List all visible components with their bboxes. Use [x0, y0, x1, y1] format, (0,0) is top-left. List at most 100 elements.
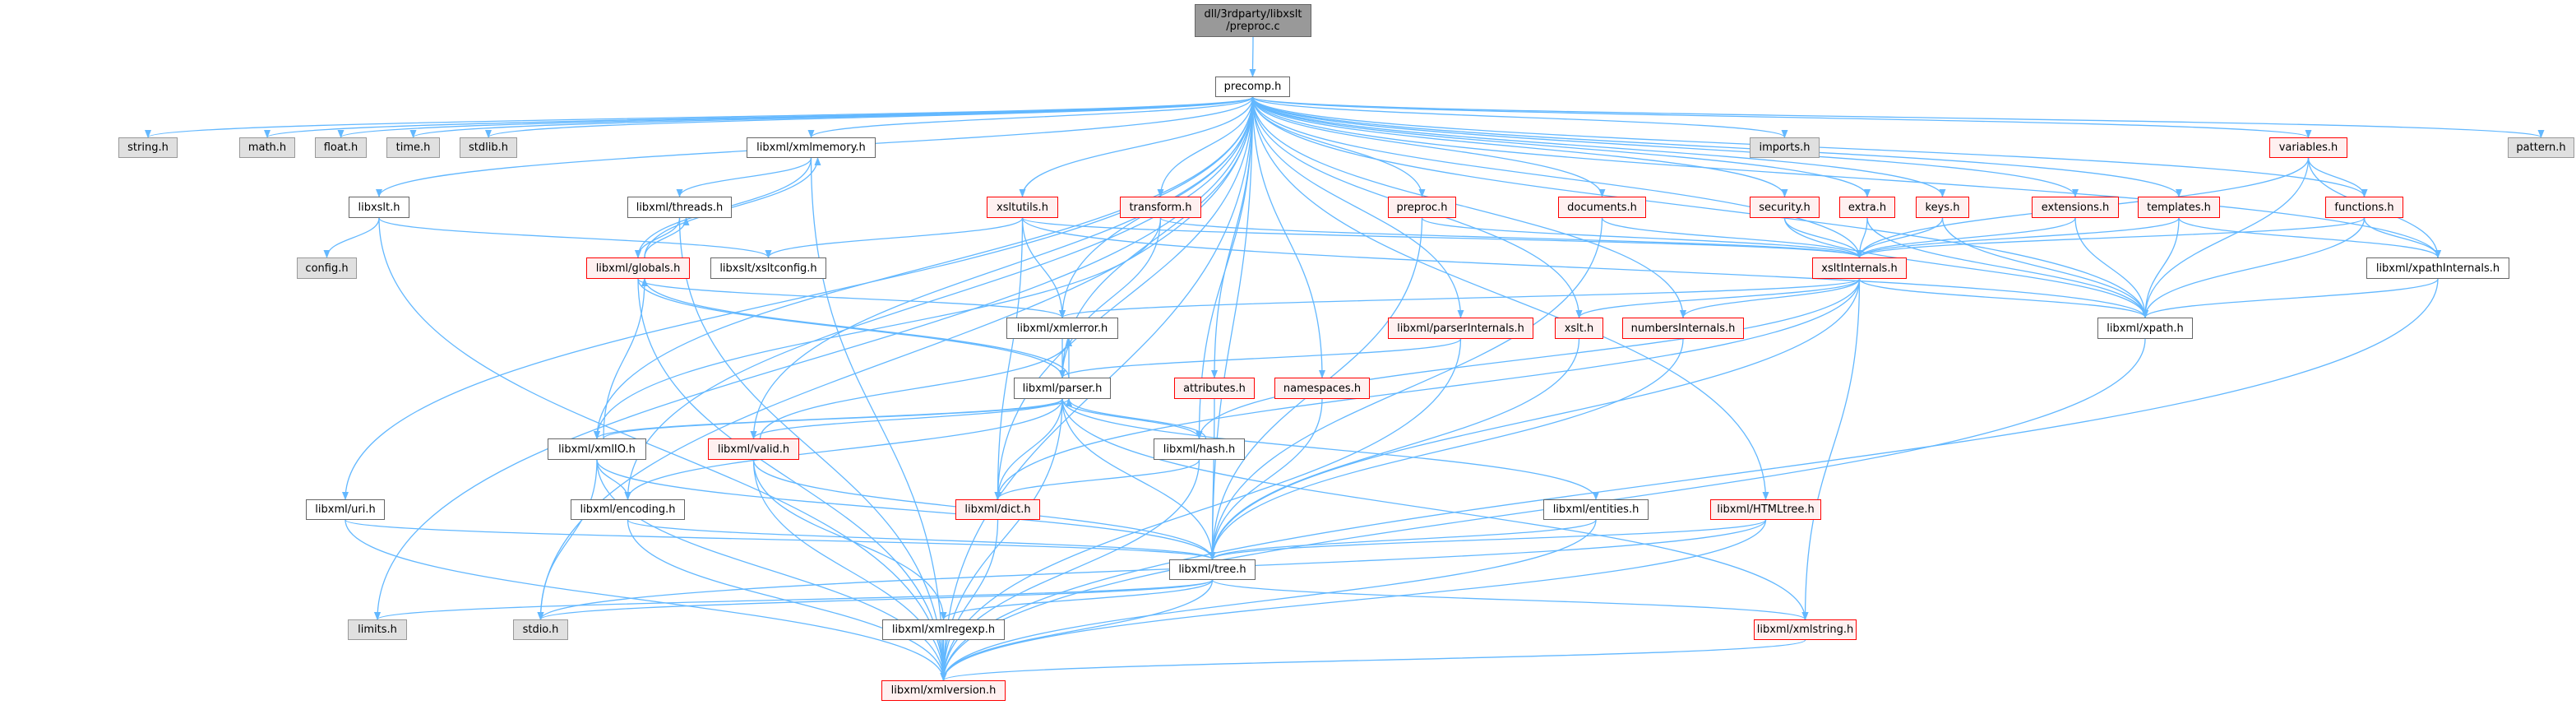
edge-precomp-to-HTMLtree	[1251, 96, 1769, 500]
edge-transform-to-xsltInternals	[1159, 217, 1863, 258]
node-globals[interactable]: libxml/globals.h	[586, 257, 690, 279]
edge-parser-to-tree	[1061, 398, 1216, 560]
node-dict[interactable]: libxml/dict.h	[955, 499, 1040, 520]
edge-variables-to-xpath	[2142, 157, 2310, 318]
node-valid[interactable]: libxml/valid.h	[708, 438, 799, 460]
node-templates[interactable]: templates.h	[2138, 197, 2220, 218]
edge-functions-to-xpath	[2142, 217, 2366, 318]
node-xslt-internals[interactable]: xsltInternals.h	[1812, 257, 1907, 279]
node-math[interactable]: math.h	[239, 137, 295, 158]
node-imports[interactable]: imports.h	[1750, 137, 1820, 158]
edge-tree-to-stdio	[537, 579, 1214, 620]
edge-precomp-to-limits	[374, 96, 1254, 620]
edge-precomp-to-time	[409, 96, 1254, 138]
node-xml-i-o[interactable]: libxml/xmlIO.h	[548, 438, 646, 460]
edge-HTMLtree-to-tree	[1209, 519, 1767, 560]
edge-root-to-precomp	[1249, 36, 1256, 77]
node-security[interactable]: security.h	[1750, 197, 1820, 218]
edge-templates-to-xpath	[2142, 217, 2180, 318]
node-variables[interactable]: variables.h	[2269, 137, 2347, 158]
node--h-t-m-ltree[interactable]: libxml/HTMLtree.h	[1710, 499, 1821, 520]
edge-globals-to-parser	[637, 278, 1066, 378]
edge-precomp-to-xmlIO	[594, 96, 1254, 439]
edge-xsltutils-to-xmlerror	[1021, 217, 1066, 318]
edge-xmlIO-to-stdio	[537, 459, 598, 620]
edge-parser-to-hash	[1061, 398, 1203, 439]
edge-xslt-to-tree	[1209, 338, 1580, 560]
node-float[interactable]: float.h	[315, 137, 367, 158]
node-xsltutils[interactable]: xsltutils.h	[987, 197, 1058, 218]
edge-libxslt-to-xsltconfig	[378, 217, 772, 258]
node-config[interactable]: config.h	[297, 257, 357, 279]
edge-variables-to-functions	[2307, 157, 2368, 197]
edge-xsltInternals-to-xmlstring	[1801, 278, 1861, 620]
node-documents[interactable]: documents.h	[1558, 197, 1646, 218]
edge-preproc-to-xsltInternals	[1421, 217, 1863, 258]
edge-xsltutils-to-xsltInternals	[1021, 217, 1863, 258]
edge-security-to-xsltInternals	[1783, 217, 1863, 258]
node-xpath-internals[interactable]: libxml/xpathInternals.h	[2366, 257, 2509, 279]
edge-xmlIO-to-globals	[603, 278, 648, 439]
node-xmlerror[interactable]: libxml/xmlerror.h	[1006, 318, 1118, 339]
node-parser[interactable]: libxml/parser.h	[1014, 378, 1111, 399]
edge-xsltutils-to-xsltconfig	[765, 217, 1024, 258]
node-xsltconfig[interactable]: libxslt/xsltconfig.h	[710, 257, 826, 279]
edge-precomp-to-string	[145, 96, 1254, 138]
edge-parser-to-valid	[750, 398, 1063, 439]
edge-precomp-to-tree	[1209, 96, 1254, 560]
node-transform[interactable]: transform.h	[1120, 197, 1201, 218]
node-preproc[interactable]: preproc.h	[1388, 197, 1456, 218]
node-xpath[interactable]: libxml/xpath.h	[2097, 318, 2193, 339]
edge-precomp-to-templates	[1251, 96, 2182, 197]
edge-extra-to-xpath	[1866, 217, 2148, 318]
node-tree[interactable]: libxml/tree.h	[1169, 559, 1256, 580]
edge-extensions-to-xsltInternals	[1856, 217, 2076, 258]
edge-precomp-to-keys	[1251, 96, 1946, 197]
node-time[interactable]: time.h	[386, 137, 440, 158]
node-encoding[interactable]: libxml/encoding.h	[571, 499, 685, 520]
edge-namespaces-to-tree	[1209, 398, 1323, 560]
node-limits[interactable]: limits.h	[348, 619, 407, 640]
edge-parser-to-encoding	[624, 398, 1063, 500]
node-libxslt[interactable]: libxslt.h	[349, 197, 409, 218]
edge-attributes-to-tree	[1209, 398, 1216, 560]
node-stdio[interactable]: stdio.h	[513, 619, 568, 640]
edge-precomp-to-security	[1251, 96, 1788, 197]
edge-precomp-to-dict	[994, 96, 1254, 500]
node-stdlib[interactable]: stdlib.h	[460, 137, 517, 158]
node-threads[interactable]: libxml/threads.h	[627, 197, 732, 218]
edge-precomp-to-stdlib	[485, 96, 1254, 138]
edge-precomp-to-namespaces	[1251, 96, 1325, 378]
node-pattern[interactable]: pattern.h	[2508, 137, 2574, 158]
node-xslt[interactable]: xslt.h	[1555, 318, 1603, 339]
node-uri[interactable]: libxml/uri.h	[306, 499, 385, 520]
edge-xsltInternals-to-xslt	[1575, 278, 1861, 318]
edge-precomp-to-imports	[1251, 96, 1788, 138]
node-namespaces[interactable]: namespaces.h	[1274, 378, 1370, 399]
edge-precomp-to-encoding	[624, 96, 1254, 500]
edge-xsltInternals-to-hash	[1196, 278, 1861, 439]
node-attributes[interactable]: attributes.h	[1174, 378, 1255, 399]
node-parser-internals[interactable]: libxml/parserInternals.h	[1388, 318, 1533, 339]
node-root[interactable]: dll/3rdparty/libxslt /preproc.c	[1195, 4, 1311, 37]
node-keys[interactable]: keys.h	[1916, 197, 1969, 218]
node-numbers-internals[interactable]: numbersInternals.h	[1622, 318, 1744, 339]
edge-HTMLtree-to-stdio	[537, 519, 1767, 620]
node-xmlstring[interactable]: libxml/xmlstring.h	[1754, 619, 1857, 640]
node-functions[interactable]: functions.h	[2325, 197, 2403, 218]
node-precomp[interactable]: precomp.h	[1215, 77, 1290, 97]
edge-tree-to-xmlregexp	[940, 579, 1214, 620]
edge-libxslt-to-config	[323, 217, 380, 258]
node-string[interactable]: string.h	[118, 137, 178, 158]
node-extra[interactable]: extra.h	[1839, 197, 1895, 218]
edge-entities-to-tree	[1209, 519, 1597, 560]
edge-encoding-to-tree	[627, 519, 1216, 560]
node-hash[interactable]: libxml/hash.h	[1154, 438, 1245, 460]
node-xmlversion[interactable]: libxml/xmlversion.h	[881, 680, 1006, 701]
node-xmlmemory[interactable]: libxml/xmlmemory.h	[747, 137, 876, 158]
edge-precomp-to-uri	[342, 96, 1254, 500]
edge-dict-to-xmlversion	[940, 519, 999, 681]
node-entities[interactable]: libxml/entities.h	[1543, 499, 1649, 520]
node-extensions[interactable]: extensions.h	[2032, 197, 2119, 218]
node-xmlregexp[interactable]: libxml/xmlregexp.h	[882, 619, 1005, 640]
